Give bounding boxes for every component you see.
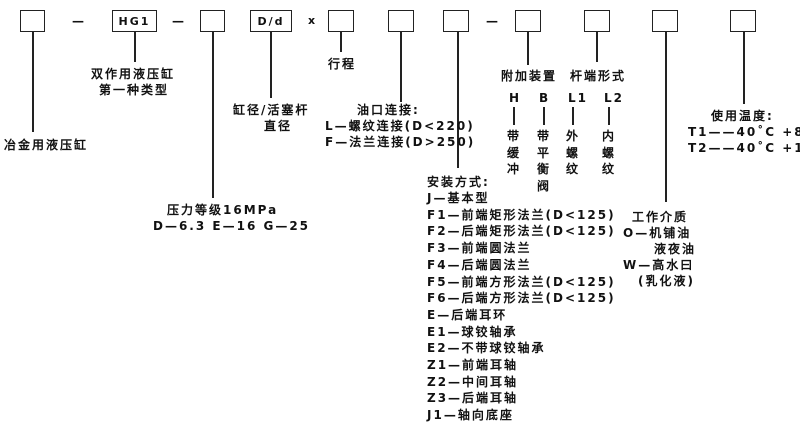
code-description-char: 纹 — [602, 162, 617, 176]
leader-line — [543, 107, 545, 125]
mount-item: E1—球铰轴承 — [427, 324, 518, 339]
code-letter: H — [509, 91, 522, 105]
mount-items: J—基本型 F1—前端矩形法兰(D<125) F2—后端矩形法兰(D<125) F3—… — [427, 190, 616, 424]
code-letter: L2 — [604, 91, 624, 105]
mount-item: Z3—后端耳轴 — [427, 391, 519, 406]
label-medium-title: 工作介质 — [632, 210, 689, 224]
mount-item: J1—轴向底座 — [427, 408, 514, 423]
mount-item: F4—后端圆法兰 — [427, 257, 532, 272]
label-temp-title: 使用温度: — [711, 109, 774, 123]
code-box-diameter: D/d — [250, 10, 292, 32]
separator-times: x — [308, 14, 316, 27]
code-description-char: 螺 — [602, 145, 617, 160]
code-description-char: 冲 — [507, 162, 522, 176]
code-description-char: 阀 — [537, 178, 552, 193]
separator-dash: — — [72, 14, 84, 28]
leader-line — [596, 32, 598, 62]
code-letter: B — [539, 91, 551, 105]
label-mount-title: 安装方式: — [427, 175, 490, 189]
code-description-char: 螺 — [566, 145, 581, 160]
code-box-type: HG1 — [112, 10, 157, 32]
label-diameter-1: 缸径/活塞杆 — [233, 103, 310, 117]
code-description-char: 内 — [602, 129, 617, 143]
code-description-char: 纹 — [566, 162, 581, 176]
label-medium-w: W—高水曰 — [623, 258, 695, 272]
leader-line — [513, 107, 515, 125]
mount-item: F3—前端圆法兰 — [427, 241, 532, 256]
code-box-medium — [652, 10, 678, 32]
mount-item: F1—前端矩形法兰(D<125) — [427, 207, 616, 222]
mount-item: E2—不带球铰轴承 — [427, 341, 546, 356]
code-box-addon — [515, 10, 541, 32]
leader-line — [270, 32, 272, 98]
label-rodend-title: 杆端形式 — [570, 69, 627, 83]
code-description-char: 衡 — [537, 162, 552, 176]
label-temp-t1: T1——40˚C +80˚C — [688, 125, 800, 139]
label-metallurgy: 冶金用液压缸 — [4, 138, 89, 152]
leader-line — [400, 32, 402, 102]
label-medium-o: O—机铺油 — [623, 226, 692, 240]
label-pressure-1: 压力等级16MPa — [167, 203, 279, 217]
leader-line — [743, 32, 745, 104]
mount-item: Z2—中间耳轴 — [427, 374, 519, 389]
mount-item: F5—前端方形法兰(D<125) — [427, 274, 616, 289]
mount-item: J—基本型 — [427, 191, 490, 205]
leader-line — [212, 32, 214, 198]
leader-line — [134, 32, 136, 62]
code-box-stroke — [328, 10, 354, 32]
code-description-char: 平 — [537, 145, 552, 160]
mount-item: E—后端耳环 — [427, 307, 508, 322]
label-medium-o2: 液夜油 — [654, 242, 697, 256]
code-description-char: 缓 — [507, 145, 522, 160]
label-port-title: 油口连接: — [357, 103, 420, 117]
code-description-char: 带 — [507, 129, 522, 143]
label-stroke: 行程 — [328, 57, 357, 71]
code-box-mount — [443, 10, 469, 32]
code-description-char: 带 — [537, 129, 552, 143]
leader-line — [665, 32, 667, 202]
label-diameter-2: 直径 — [264, 119, 293, 133]
leader-line — [32, 32, 34, 132]
leader-line — [572, 107, 574, 125]
code-box-port — [388, 10, 414, 32]
leader-line — [527, 32, 529, 65]
label-port-f: F—法兰连接(D>250) — [325, 135, 476, 149]
separator-dash: — — [486, 14, 498, 28]
label-temp-t2: T2——40˚C +120˚C — [688, 141, 800, 155]
leader-line — [457, 32, 459, 168]
leader-line — [608, 107, 610, 125]
label-port-l: L—螺纹连接(D<220) — [325, 119, 475, 133]
label-pressure-2: D—6.3 E—16 G—25 — [153, 219, 311, 233]
separator-dash: — — [172, 14, 184, 28]
mount-list: 安装方式: J—基本型 F1—前端矩形法兰(D<125) F2—后端矩形法兰(D<1… — [427, 174, 616, 424]
label-type-2: 第一种类型 — [99, 83, 170, 97]
code-description-char: 外 — [566, 129, 581, 143]
mount-item: Z1—前端耳轴 — [427, 358, 519, 373]
leader-line — [340, 32, 342, 52]
code-box-pressure — [200, 10, 225, 32]
label-type-1: 双作用液压缸 — [91, 67, 176, 81]
code-letter: L1 — [568, 91, 588, 105]
label-medium-w2: (乳化液) — [638, 274, 695, 288]
code-box-rodend — [584, 10, 610, 32]
mount-item: F6—后端方形法兰(D<125) — [427, 291, 616, 306]
mount-item: F2—后端矩形法兰(D<125) — [427, 224, 616, 239]
code-box-series — [20, 10, 45, 32]
code-box-temp — [730, 10, 756, 32]
label-addon-title: 附加装置 — [501, 69, 558, 83]
